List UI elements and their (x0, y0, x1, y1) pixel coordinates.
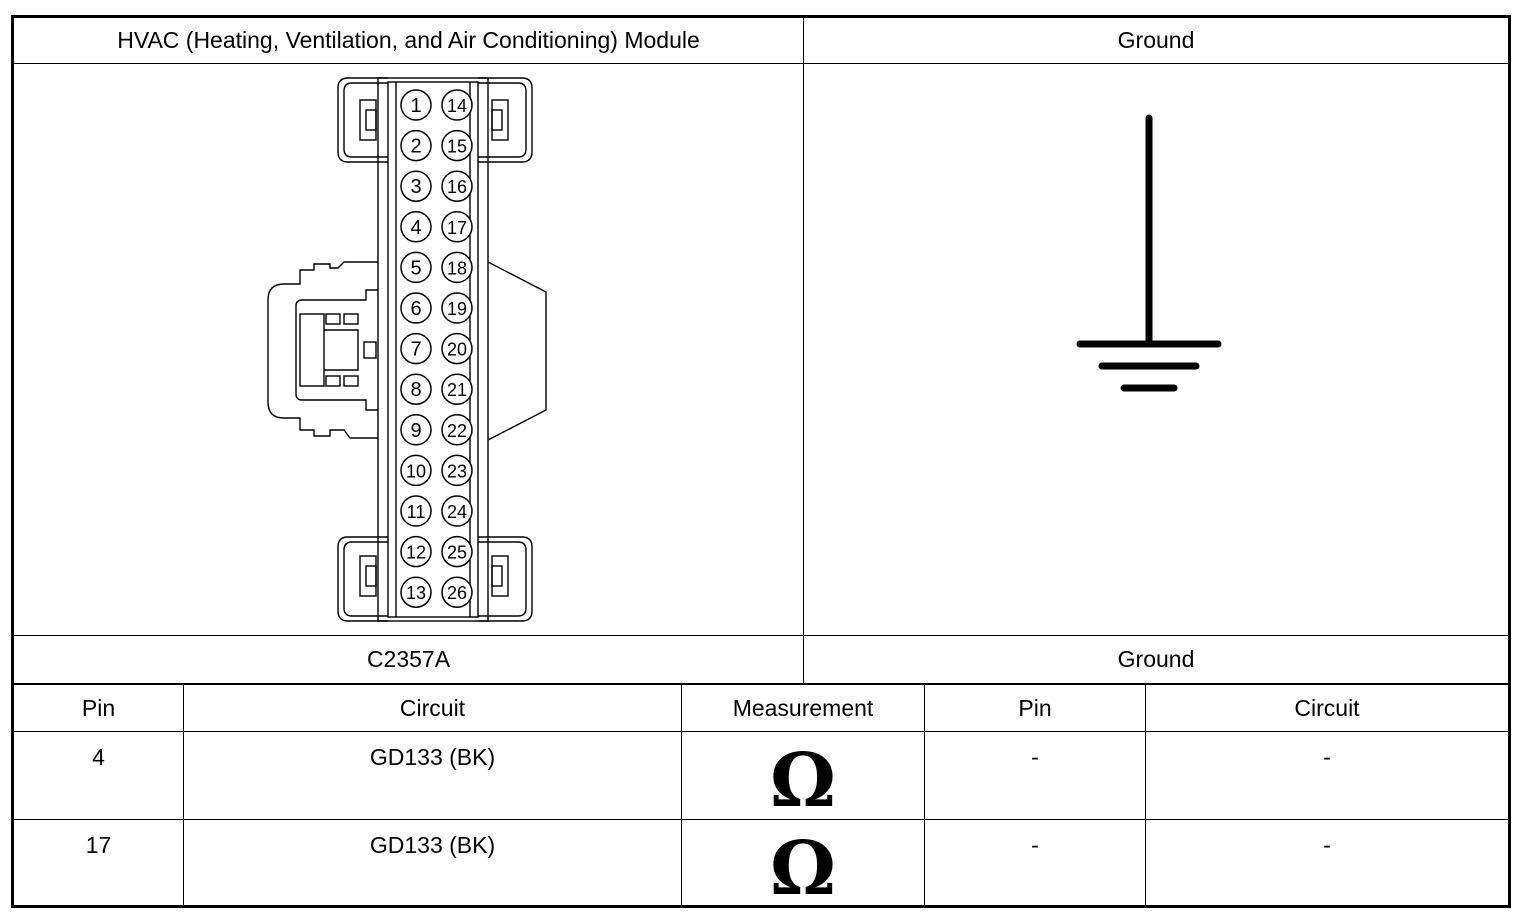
pin-21: 21 (441, 373, 473, 405)
grid-line (1145, 684, 1146, 908)
pin-number-label: 5 (410, 257, 421, 279)
pin-13: 13 (400, 576, 432, 608)
pin-number-label: 9 (410, 420, 421, 442)
ohm-measurement-icon: Ω (770, 738, 836, 824)
pin-8: 8 (400, 373, 432, 405)
pin-7: 7 (400, 332, 432, 365)
grid-line (924, 684, 925, 908)
grid-line (11, 635, 1511, 636)
pin-number-label: 1 (410, 95, 421, 117)
pin-number-label: 21 (447, 380, 467, 400)
pin-2: 2 (400, 129, 432, 162)
ground-label: Ground (1117, 646, 1195, 672)
pin-9: 9 (400, 414, 432, 446)
pin-5: 5 (400, 251, 432, 284)
pin-number-label: 15 (447, 137, 467, 157)
pin-number-label: 3 (410, 176, 421, 198)
row-2-pin: 17 (85, 832, 112, 858)
grid-line (681, 684, 682, 908)
grid-line (183, 684, 184, 908)
row-2-circuit: GD133 (BK) (369, 832, 496, 858)
grid-line (11, 819, 1511, 820)
row-2-pin-ground: - (1031, 832, 1039, 858)
pin-18: 18 (441, 251, 473, 284)
pin-25: 25 (441, 535, 473, 568)
pin-number-label: 7 (410, 339, 421, 361)
ground-title: Ground (1117, 27, 1195, 53)
row-2-circuit-ground: - (1323, 832, 1331, 858)
row-1-circuit: GD133 (BK) (369, 744, 496, 770)
pin-number-label: 16 (447, 177, 467, 197)
pin-26: 26 (441, 576, 473, 608)
pin-23: 23 (441, 454, 473, 487)
column-header-pin-ground: Pin (1018, 694, 1052, 721)
column-header-pin: Pin (81, 694, 116, 721)
pin-number-label: 13 (406, 583, 426, 603)
grid-line (11, 683, 1511, 685)
pin-number-label: 4 (410, 217, 421, 239)
column-header-circuit-ground: Circuit (1294, 694, 1360, 721)
pin-layer: 1234567891011121314151617181920212223242… (400, 89, 473, 608)
pin-number-label: 2 (410, 136, 421, 158)
column-header-circuit: Circuit (399, 694, 466, 721)
connector-label: C2357A (366, 646, 451, 672)
pin-number-label: 11 (407, 502, 426, 522)
pin-number-label: 17 (447, 218, 467, 238)
pinout-table-frame (11, 15, 1511, 908)
pin-number-label: 10 (406, 461, 426, 481)
pin-19: 19 (441, 292, 473, 324)
pin-6: 6 (400, 292, 432, 324)
pin-12: 12 (400, 535, 432, 568)
pin-22: 22 (441, 414, 473, 446)
pin-16: 16 (441, 170, 473, 202)
pin-number-label: 23 (447, 461, 467, 481)
pin-number-label: 22 (447, 421, 467, 441)
pin-number-label: 8 (410, 379, 421, 401)
pin-17: 17 (441, 211, 473, 243)
pin-14: 14 (441, 89, 473, 121)
ground-symbol-icon (1076, 114, 1222, 392)
row-1-circuit-ground: - (1323, 744, 1331, 770)
pin-number-label: 14 (447, 96, 467, 116)
pin-11: 11 (400, 495, 432, 527)
row-1-pin: 4 (92, 744, 105, 770)
connector-face-diagram: 1234567891011121314151617181920212223242… (267, 77, 547, 622)
pin-number-label: 26 (447, 583, 467, 603)
row-1-pin-ground: - (1031, 744, 1039, 770)
pin-20: 20 (441, 332, 473, 365)
pin-24: 24 (441, 495, 473, 527)
grid-line (11, 731, 1511, 732)
pin-number-label: 24 (447, 502, 467, 522)
ohm-measurement-icon: Ω (770, 826, 836, 912)
column-header-measurement: Measurement (732, 694, 874, 721)
pin-10: 10 (400, 454, 432, 487)
pin-number-label: 18 (447, 258, 467, 278)
pin-1: 1 (400, 89, 432, 121)
pin-3: 3 (400, 170, 432, 202)
module-title: HVAC (Heating, Ventilation, and Air Cond… (117, 27, 700, 53)
pin-number-label: 20 (447, 340, 467, 360)
pin-number-label: 12 (406, 543, 426, 563)
pin-number-label: 6 (410, 298, 421, 320)
pin-4: 4 (400, 211, 432, 243)
pin-number-label: 19 (447, 299, 467, 319)
grid-line (803, 15, 804, 684)
pin-15: 15 (441, 129, 473, 162)
grid-line (11, 63, 1511, 64)
pin-number-label: 25 (447, 543, 467, 563)
